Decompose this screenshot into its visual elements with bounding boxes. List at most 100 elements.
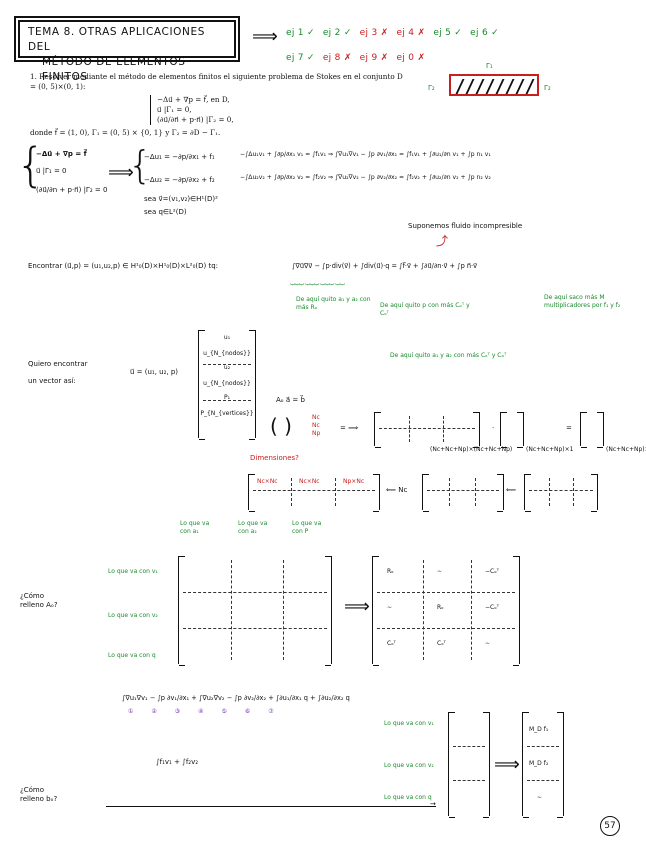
- size-label-2: (Nc+Nc+Np)×1: [526, 446, 574, 453]
- row-label-v1-b: Lo que va con v₁: [384, 720, 434, 727]
- weak-bottom: ∫∇u₁∇v₁ − ∫p ∂v₁/∂x₁ + ∫∇u₂∇v₂ − ∫p ∂v₂/…: [122, 694, 350, 702]
- equals-1: = ⟹: [340, 424, 359, 432]
- col-label-a2: Lo que va con a₂: [238, 520, 268, 535]
- dim-nc: Nc: [312, 414, 320, 421]
- long-arrow-head: →: [430, 800, 436, 808]
- domain-gamma1-label: Γ₁: [486, 62, 493, 70]
- weak-form-2: −∫Δu₂v₂ + ∫∂p/∂x₂ v₂ = ∫f₂v₂ ⇒ ∫∇u₂∇v₂ −…: [240, 174, 491, 181]
- domain-sketch: [449, 74, 539, 96]
- problem-system: −Δu⃗ + ∇p = f⃗, en D, u⃗ |Γ₁ = 0, (∂u⃗/∂…: [150, 95, 410, 125]
- block-3: Np×Nc: [343, 478, 365, 485]
- A-cell-3: ∼: [387, 604, 393, 611]
- title-line-1: Tema 8. Otras aplicaciones del: [28, 26, 205, 53]
- arrow-right-b: ⟹: [494, 754, 520, 775]
- block-matrix-b: [422, 474, 504, 512]
- problem-eq-2: u⃗ |Γ₁ = 0,: [157, 105, 192, 114]
- long-arrow-line: [106, 806, 436, 807]
- problem-statement: 1. Resolver mediante el método de elemen…: [30, 72, 410, 138]
- dims-vec-3: [580, 412, 604, 448]
- rhs-bottom: ∫f₁v₁ + ∫f₂v₂: [156, 758, 199, 766]
- grades: ej 1 ✓ej 2 ✓ej 3 ✗ej 4 ✗ej 5 ✓ej 6 ✓ ej …: [286, 20, 507, 64]
- grade-row1-3: ej 4 ✗: [396, 28, 426, 38]
- A-cell-7: Cₒᵀ: [437, 640, 446, 647]
- vector-u2: u₂: [223, 364, 231, 371]
- test-space-v: sea v⃗=(v₁,v₂)∈H¹(D)²: [144, 195, 218, 203]
- col-label-p: Lo que va con P: [292, 520, 322, 535]
- size-label-3: (Nc+Nc+Np)×1: [606, 446, 646, 453]
- arrow-left-1: ⟸ Nc: [386, 486, 408, 494]
- component-system: −Δu₁ = −∂p/∂x₁ + f₁ −Δu₂ = −∂p/∂x₂ + f₂ …: [144, 153, 218, 217]
- vector-intro: Quiero encontrar un vector así:: [28, 360, 88, 386]
- block-1: Nc×Nc: [257, 478, 278, 485]
- implies-arrow-2: ⟹: [108, 162, 134, 183]
- arrow-up-red: ⤴: [436, 234, 449, 248]
- empty-A-matrix: [178, 556, 332, 666]
- note-quito-p: De aquí quito p con más Cₒᵀ y Cₒᵀ: [380, 302, 470, 317]
- A-cell-5: −Cₒᵀ: [485, 604, 500, 611]
- grades-row-1: ej 1 ✓ej 2 ✓ej 3 ✗ej 4 ✗ej 5 ✓ej 6 ✓: [286, 20, 507, 39]
- pde-eq-2: u⃗ |Γ₁ = 0: [36, 167, 67, 175]
- empty-b-vector: [448, 712, 490, 818]
- size-label-1: (Nc+Nc+Np)×(Nc+Nc+Np): [430, 446, 513, 453]
- vector-u1n: u_{N_{nodos}}: [203, 350, 251, 357]
- grades-row-2: ej 7 ✓ej 8 ✗ej 9 ✗ej 0 ✗: [286, 45, 507, 64]
- problem-eq-1: −Δu⃗ + ∇p = f⃗, en D,: [157, 95, 230, 104]
- fill-b-question: ¿Cómo relleno bₒ?: [20, 786, 58, 803]
- vector-u2n: u_{N_{nodos}}: [203, 380, 251, 387]
- block-2: Nc×Nc: [299, 478, 320, 485]
- fill-A-question: ¿Cómo relleno Aₒ?: [20, 592, 58, 609]
- solution-vector: u₁ u_{N_{nodos}} u₂ u_{N_{nodos}} P₁ P_{…: [198, 330, 256, 440]
- block-matrix-a: [374, 412, 480, 448]
- arrow-left-2: ⟸: [506, 486, 517, 494]
- component-eq-1: −Δu₁ = −∂p/∂x₁ + f₁: [144, 153, 215, 161]
- dims-vec-2: [500, 412, 524, 448]
- pde-system: −Δu⃗ + ∇p = f⃗ u⃗ |Γ₁ = 0 (∂u⃗/∂n + p·n⃗…: [36, 150, 116, 195]
- title-line-2: método de elementos finitos: [42, 56, 186, 83]
- note-quito-c: De aquí quito a₁ y a₂ con más Cₒᵀ y Cₒᵀ: [390, 352, 507, 359]
- domain-gamma2-right: Γ₂: [544, 84, 551, 92]
- vector-p1: P₁: [223, 394, 231, 401]
- A-cell-6: Cₒᵀ: [387, 640, 396, 647]
- note-saco-m: De aquí saco más M multiplicadores por f…: [544, 294, 621, 309]
- left-brace: {: [16, 138, 46, 192]
- implies-arrow: ⟹: [252, 26, 278, 47]
- grade-row1-1: ej 2 ✓: [322, 28, 352, 38]
- grade-row1-5: ej 6 ✓: [470, 28, 499, 38]
- problem-intro: 1. Resolver mediante el método de elemen…: [30, 72, 403, 91]
- A-cell-8: ∼: [485, 640, 491, 647]
- col-label-a1: Lo que va con a₁: [180, 520, 210, 535]
- a0-paren: ( ): [270, 414, 292, 438]
- filled-b-vector: M_D f₁ M_D f₂ ∼: [522, 712, 564, 818]
- grade-row2-3: ej 0 ✗: [396, 53, 426, 63]
- equals-2: =: [566, 424, 572, 432]
- dims-question: Dimensiones?: [250, 454, 299, 462]
- weak-form-1: −∫Δu₁v₁ + ∫∂p/∂x₁ v₁ = ∫f₁v₁ ⇒ ∫∇u₁∇v₁ −…: [240, 151, 491, 158]
- grade-row2-1: ej 8 ✗: [322, 53, 352, 63]
- title-box: Tema 8. Otras aplicaciones del método de…: [18, 20, 236, 83]
- row-label-q-b: Lo que va con q: [384, 794, 432, 801]
- A-cell-4: Rₒ: [437, 604, 444, 611]
- grade-row2-0: ej 7 ✓: [286, 53, 315, 63]
- weak-formulation: ∫∇u⃗∇v⃗ − ∫p·div(v⃗) + ∫div(u⃗)·q = ∫f⃗·…: [292, 262, 478, 270]
- grade-row1-4: ej 5 ✓: [433, 28, 463, 38]
- component-eq-2: −Δu₂ = −∂p/∂x₂ + f₂: [144, 176, 215, 184]
- weak-forms: −∫Δu₁v₁ + ∫∂p/∂x₁ v₁ = ∫f₁v₁ ⇒ ∫∇u₁∇v₁ −…: [240, 150, 640, 182]
- vector-intro-1: Quiero encontrar: [28, 360, 88, 368]
- problem-where: donde f⃗ = (1, 0), Γ₁ = (0, 5) × {0, 1} …: [30, 128, 221, 137]
- mid-brace: {: [128, 143, 153, 187]
- green-underbraces: ⏟⏟⏟ ⏟⏟⏟ ⏟⏟⏟ ⏟⏟: [290, 276, 345, 286]
- row-label-v2-b: Lo que va con v₂: [384, 762, 434, 769]
- note-quito-a: De aquí quito a₁ y a₂ con más Rₒ: [296, 296, 371, 311]
- row-label-q: Lo que va con q: [108, 652, 156, 659]
- domain-gamma2-left: Γ₂: [428, 84, 435, 92]
- pde-eq-1: −Δu⃗ + ∇p = f⃗: [36, 150, 87, 158]
- test-space-q: sea q∈L²(D): [144, 208, 187, 216]
- A-cell-1: ∼: [437, 568, 443, 575]
- b-cell-1: M_D f₁: [529, 726, 549, 733]
- dot-op: ·: [492, 424, 495, 432]
- grade-row1-0: ej 1 ✓: [286, 28, 315, 38]
- linear-system: Aₒ a⃗ = b⃗: [276, 396, 305, 404]
- find-statement: Encontrar (u⃗,p) = (u₁,u₂,p) ∈ H¹₀(D)×H¹…: [28, 262, 219, 270]
- A-cell-2: −Cₒᵀ: [485, 568, 500, 575]
